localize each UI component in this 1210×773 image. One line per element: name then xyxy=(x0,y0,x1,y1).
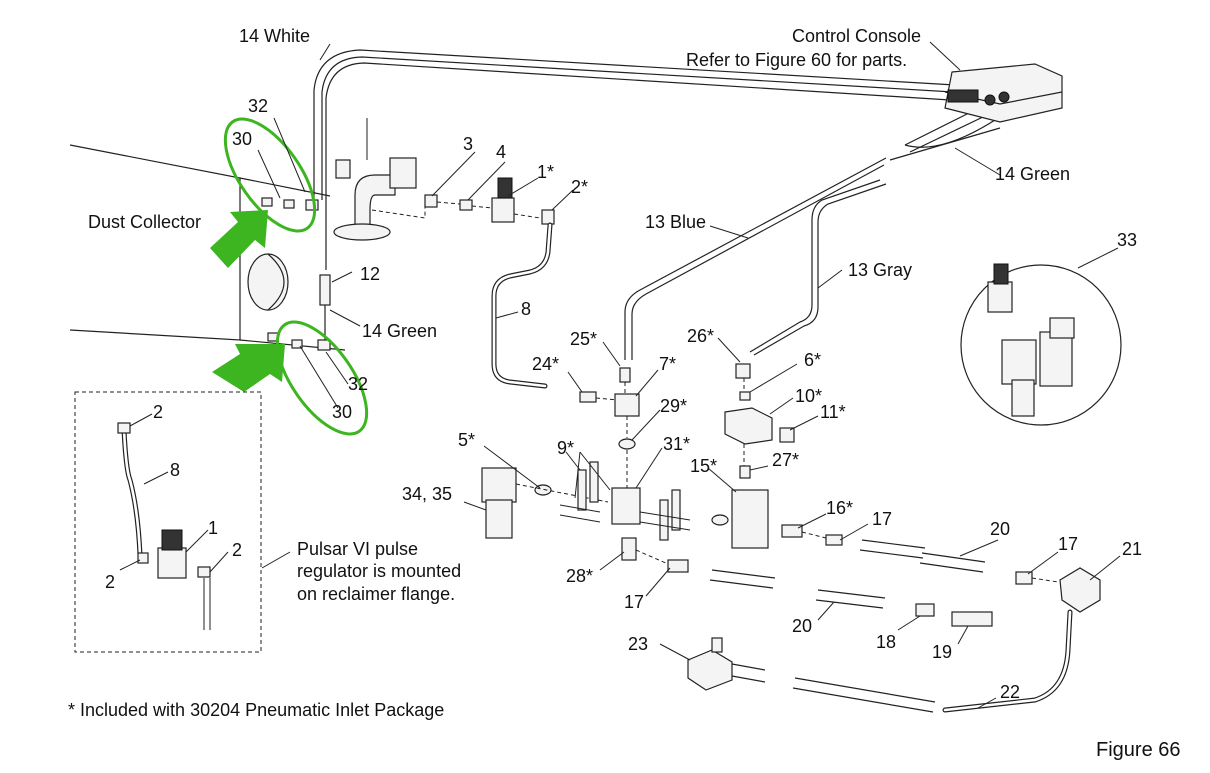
leader-lines xyxy=(119,41,1121,709)
part-4: 4 xyxy=(496,142,506,162)
part-30-top: 30 xyxy=(232,129,252,149)
inset-part-2-top: 2 xyxy=(153,402,163,422)
pulsar-note-line3: on reclaimer flange. xyxy=(297,584,455,604)
left-filter-assembly xyxy=(481,461,691,541)
part-7: 7* xyxy=(659,354,676,374)
part-10: 10* xyxy=(795,386,822,406)
part-33: 33 xyxy=(1117,230,1137,250)
part-26: 26* xyxy=(687,326,714,346)
part-5: 5* xyxy=(458,430,475,450)
detail-33 xyxy=(960,263,1122,426)
dust-collector-wall xyxy=(69,118,368,351)
label-13-blue: 13 Blue xyxy=(645,212,706,232)
part-23: 23 xyxy=(628,634,648,654)
part-24: 24* xyxy=(532,354,559,374)
part-28: 28* xyxy=(566,566,593,586)
part-6: 6* xyxy=(804,350,821,370)
inset-part-1: 1 xyxy=(208,518,218,538)
label-13-gray: 13 Gray xyxy=(848,260,912,280)
tubing-13-blue-gray xyxy=(624,157,887,360)
part-19: 19 xyxy=(932,642,952,662)
green-arrow-bottom xyxy=(212,344,285,392)
part-20-b: 20 xyxy=(792,616,812,636)
central-assembly xyxy=(579,367,669,565)
part-11: 11* xyxy=(820,402,846,422)
part-15: 15* xyxy=(690,456,717,476)
part-21: 21 xyxy=(1122,539,1142,559)
part-22: 22 xyxy=(1000,682,1020,702)
right-valve-assembly xyxy=(711,363,843,549)
part-29: 29* xyxy=(660,396,687,416)
control-console xyxy=(944,63,1063,123)
part-17-b: 17 xyxy=(1058,534,1078,554)
control-console-label: Control Console xyxy=(792,26,921,46)
part-18: 18 xyxy=(876,632,896,652)
part-3: 3 xyxy=(463,134,473,154)
part-1: 1* xyxy=(537,162,554,182)
part-32-top: 32 xyxy=(248,96,268,116)
part-25: 25* xyxy=(570,329,597,349)
part-32-bottom: 32 xyxy=(348,374,368,394)
part-31: 31* xyxy=(663,434,690,454)
pulsar-note-line1: Pulsar VI pulse xyxy=(297,539,418,559)
part-30-bottom: 30 xyxy=(332,402,352,422)
lower-tubing xyxy=(667,539,1101,713)
inset-part-2-right: 2 xyxy=(232,540,242,560)
inset-part-8: 8 xyxy=(170,460,180,480)
part-16: 16* xyxy=(826,498,853,518)
part-20-a: 20 xyxy=(990,519,1010,539)
label-14-green-top: 14 Green xyxy=(995,164,1070,184)
part-34-35: 34, 35 xyxy=(402,484,452,504)
top-plumbing xyxy=(333,157,555,389)
inset-assembly xyxy=(117,422,211,630)
dust-collector-label: Dust Collector xyxy=(88,212,201,232)
part-27: 27* xyxy=(772,450,799,470)
footnote: * Included with 30204 Pneumatic Inlet Pa… xyxy=(68,700,444,720)
pulsar-inset-box xyxy=(74,391,262,653)
inset-part-2-left: 2 xyxy=(105,572,115,592)
control-console-ref: Refer to Figure 60 for parts. xyxy=(686,50,907,70)
highlight-circle-bottom xyxy=(275,320,369,436)
part-17-a: 17 xyxy=(872,509,892,529)
tubing-14-white-green xyxy=(313,49,1001,345)
wall-fittings xyxy=(261,197,331,351)
figure-label: Figure 66 xyxy=(1096,739,1181,761)
part-2: 2* xyxy=(571,177,588,197)
part-17-c: 17 xyxy=(624,592,644,612)
part-12: 12 xyxy=(360,264,380,284)
highlight-circle-top xyxy=(223,117,317,233)
label-14-green-mid: 14 Green xyxy=(362,321,437,341)
pulsar-note-line2: regulator is mounted xyxy=(297,561,461,581)
label-14-white: 14 White xyxy=(239,26,310,46)
part-8: 8 xyxy=(521,299,531,319)
green-arrow-top xyxy=(210,210,268,268)
part-9: 9* xyxy=(557,438,574,458)
